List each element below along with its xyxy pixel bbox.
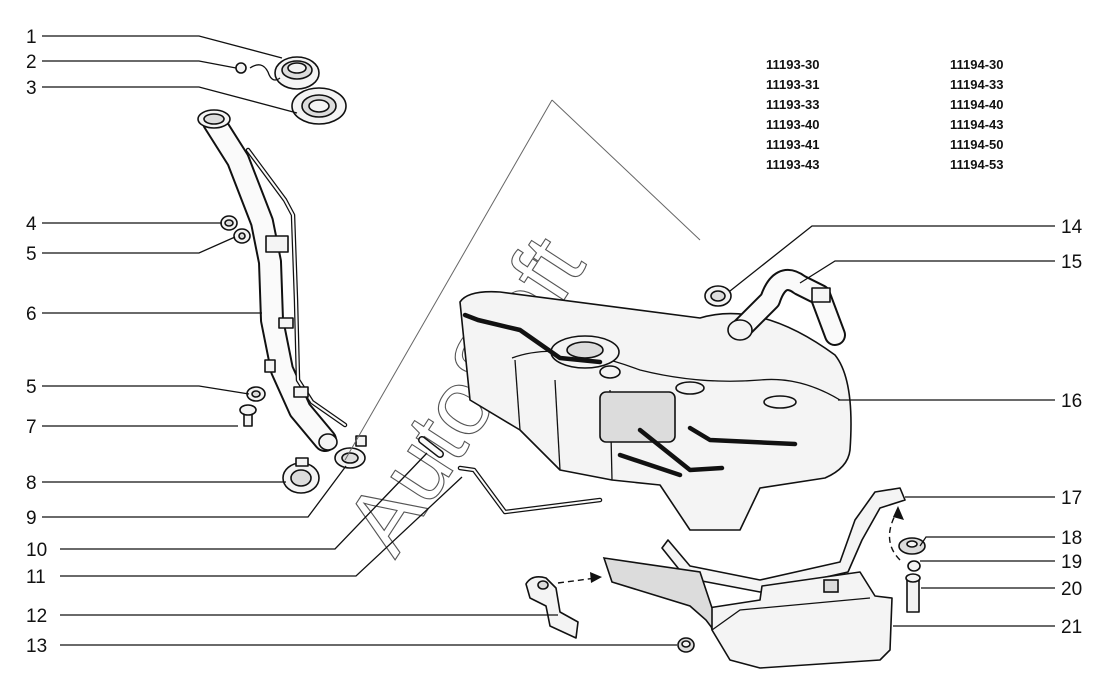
part-nut-13 xyxy=(677,637,695,653)
part-cap-strap xyxy=(235,62,281,81)
callout-number: 17 xyxy=(1061,488,1082,509)
part-clamp-9 xyxy=(334,435,367,469)
callout-number: 6 xyxy=(26,304,37,325)
model-code: 11193-30 xyxy=(766,57,820,72)
part-bracket-12 xyxy=(525,576,579,639)
part-heat-shield-21 xyxy=(602,557,893,669)
part-tank-strap-17 xyxy=(661,487,906,593)
model-code: 11194-40 xyxy=(950,97,1004,112)
callout-number: 14 xyxy=(1061,217,1083,238)
model-code: 11193-41 xyxy=(766,137,820,152)
callout-number: 12 xyxy=(26,606,47,627)
callout-number: 16 xyxy=(1061,391,1082,412)
part-bolt-20 xyxy=(905,573,921,613)
callout-number: 21 xyxy=(1061,617,1082,638)
model-code: 11193-40 xyxy=(766,117,820,132)
part-vent-pipe-11 xyxy=(457,465,603,515)
callout-number: 2 xyxy=(26,52,37,73)
callout-number: 3 xyxy=(26,78,37,99)
part-clamp-8 xyxy=(282,457,320,494)
callout-number: 18 xyxy=(1061,528,1082,549)
callout-number: 13 xyxy=(26,636,47,657)
callout-number: 5 xyxy=(26,377,37,398)
model-code: 11194-33 xyxy=(950,77,1004,92)
part-clamp-14 xyxy=(704,285,732,307)
callout-number: 7 xyxy=(26,417,37,438)
part-filler-pipe xyxy=(197,109,348,452)
model-code: 11193-33 xyxy=(766,97,820,112)
callout-number: 4 xyxy=(26,214,37,235)
model-code: 11193-31 xyxy=(766,77,820,92)
callout-number: 9 xyxy=(26,508,37,529)
model-code: 11194-50 xyxy=(950,137,1004,152)
callout-numbers-left: 1 2 3 4 5 6 5 7 8 9 10 11 12 13 xyxy=(26,27,47,657)
part-bolt-7 xyxy=(239,404,257,427)
callout-number: 19 xyxy=(1061,552,1082,573)
part-nut-4 xyxy=(220,215,238,231)
part-filler-hose-15 xyxy=(727,269,846,346)
model-code: 11194-30 xyxy=(950,57,1004,72)
model-code: 11194-43 xyxy=(950,117,1004,132)
model-code: 11194-53 xyxy=(950,157,1004,172)
callout-number: 11 xyxy=(26,567,46,588)
part-fuel-tank xyxy=(459,290,852,531)
assembly-arrow-12 xyxy=(557,577,597,584)
part-filler-seal xyxy=(291,87,347,125)
leader-lines xyxy=(42,35,1055,646)
model-codes-right: 11194-30 11194-33 11194-40 11194-43 1119… xyxy=(950,57,1004,172)
model-code: 11193-43 xyxy=(766,157,820,172)
part-fuel-cap xyxy=(274,56,320,90)
watermark-line xyxy=(344,99,553,461)
callout-number: 20 xyxy=(1061,579,1082,600)
callout-number: 8 xyxy=(26,473,37,494)
part-washer-5b xyxy=(246,386,266,402)
arrowhead-12 xyxy=(590,572,602,583)
callout-numbers-right: 14 15 16 17 18 19 20 21 xyxy=(1061,217,1083,638)
callout-number: 15 xyxy=(1061,252,1082,273)
model-codes-left: 11193-30 11193-31 11193-33 11193-40 1119… xyxy=(766,57,820,172)
part-washer-5a xyxy=(233,228,251,244)
watermark-line xyxy=(551,99,701,241)
callout-number: 10 xyxy=(26,540,47,561)
callout-number: 1 xyxy=(26,27,37,48)
part-hose-10 xyxy=(418,436,444,458)
assembly-arrow-17 xyxy=(888,509,901,561)
arrowhead-17 xyxy=(893,506,904,520)
part-nut-19 xyxy=(907,560,921,572)
part-washer-18 xyxy=(898,537,926,555)
callout-number: 5 xyxy=(26,244,37,265)
